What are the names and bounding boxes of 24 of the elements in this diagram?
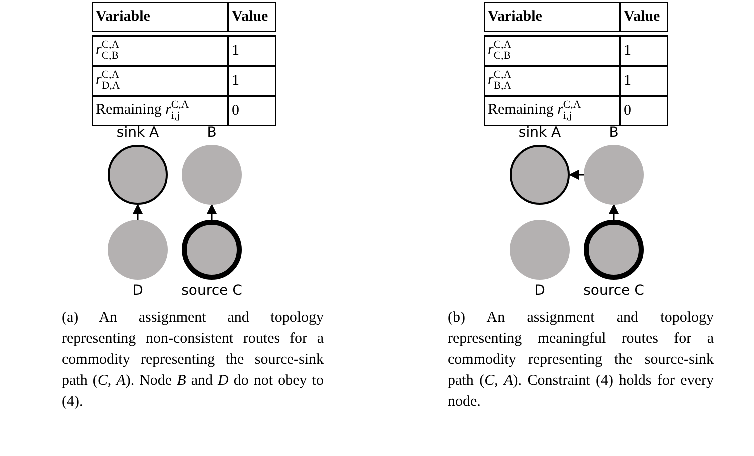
node-label: B: [609, 125, 619, 141]
arrow: [568, 170, 584, 180]
node-label: B: [207, 125, 217, 141]
variable-value: 0: [228, 96, 276, 126]
arrow: [206, 204, 218, 220]
node-label: source C: [584, 283, 644, 299]
figure-caption: (a) An assignment and topology representing non-consistent routes for a commodity representing the source-sink path (C, A). Node B and D do not obey to (4).: [62, 309, 324, 412]
variable-value: 1: [228, 35, 276, 66]
node-label: D: [132, 283, 144, 299]
arrow: [608, 204, 620, 220]
variable-value: 1: [228, 66, 276, 96]
node-label: source C: [182, 283, 242, 299]
column-header: Value: [620, 2, 668, 32]
node-label: D: [534, 283, 546, 299]
arrow: [132, 204, 144, 220]
variable-value: 1: [620, 66, 668, 96]
column-header: Variable: [484, 2, 620, 32]
node-label: sink A: [116, 125, 160, 141]
column-header: Value: [228, 2, 276, 32]
figure-caption: (b) An assignment and topology representing meaningful routes for a commodity representing the source-sink path (C, A). Constraint (4) holds for every node.: [448, 309, 714, 412]
column-header: Variable: [92, 2, 228, 32]
variable-value: 1: [620, 35, 668, 66]
variable-value: 0: [620, 96, 668, 126]
node-label: sink A: [518, 125, 562, 141]
